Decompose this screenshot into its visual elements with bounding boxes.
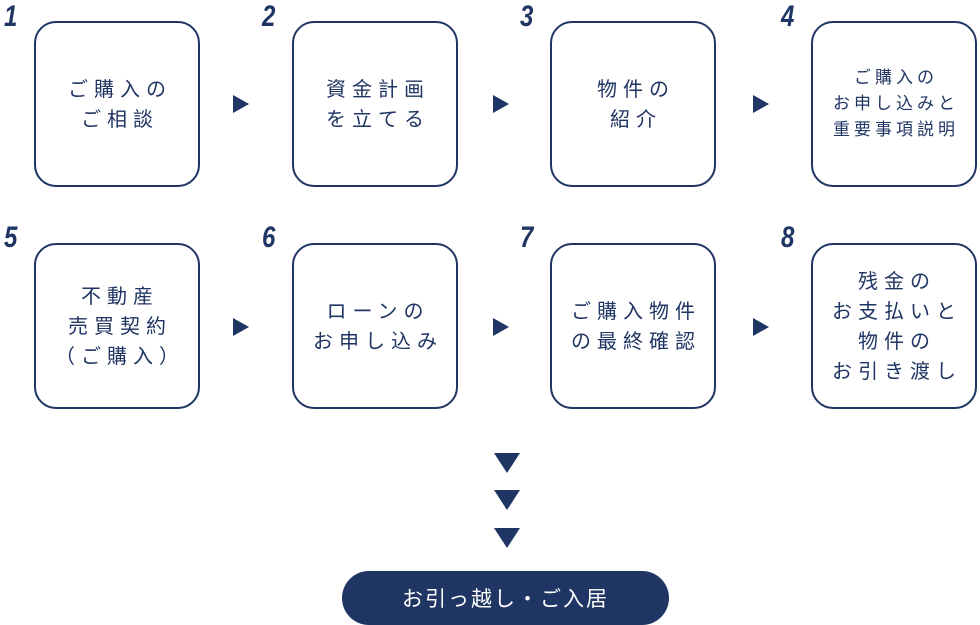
arrow-right-icon	[493, 95, 509, 113]
step-label-8: 残金の お支払いと 物件の お引き渡し	[832, 269, 962, 383]
step-label-5: 不動産 売買契約 （ご購入）	[55, 284, 185, 368]
step-label-6: ローンの お申し込み	[313, 299, 443, 353]
arrow-down-icon	[494, 490, 520, 510]
step-number-7: 7	[520, 221, 534, 254]
step-box-1: ご購入の ご相談	[34, 21, 200, 187]
step-label-7: ご購入物件 の最終確認	[571, 299, 701, 353]
final-step-label: お引っ越し・ご入居	[402, 587, 609, 611]
arrow-right-icon	[753, 95, 769, 113]
arrow-down-icon	[494, 453, 520, 473]
step-box-2: 資金計画 を立てる	[292, 21, 458, 187]
step-label-2: 資金計画 を立てる	[326, 77, 430, 131]
arrow-down-icon	[494, 528, 520, 548]
step-number-6: 6	[262, 221, 276, 254]
final-step-pill: お引っ越し・ご入居	[342, 571, 669, 625]
step-box-3: 物件の 紹介	[550, 21, 716, 187]
step-number-4: 4	[781, 0, 795, 33]
step-box-6: ローンの お申し込み	[292, 243, 458, 409]
arrow-right-icon	[493, 318, 509, 336]
step-label-3: 物件の 紹介	[597, 77, 675, 131]
step-number-5: 5	[4, 221, 18, 254]
arrow-right-icon	[233, 95, 249, 113]
step-label-1: ご購入の ご相談	[68, 77, 172, 131]
step-box-5: 不動産 売買契約 （ご購入）	[34, 243, 200, 409]
step-label-4: ご購入の お申し込みと 重要事項説明	[833, 68, 959, 140]
step-box-8: 残金の お支払いと 物件の お引き渡し	[811, 243, 977, 409]
step-number-1: 1	[4, 0, 18, 33]
step-box-7: ご購入物件 の最終確認	[550, 243, 716, 409]
arrow-right-icon	[753, 318, 769, 336]
arrow-right-icon	[233, 318, 249, 336]
step-number-2: 2	[262, 0, 276, 33]
step-number-8: 8	[781, 221, 795, 254]
step-number-3: 3	[520, 0, 534, 33]
step-box-4: ご購入の お申し込みと 重要事項説明	[811, 21, 977, 187]
